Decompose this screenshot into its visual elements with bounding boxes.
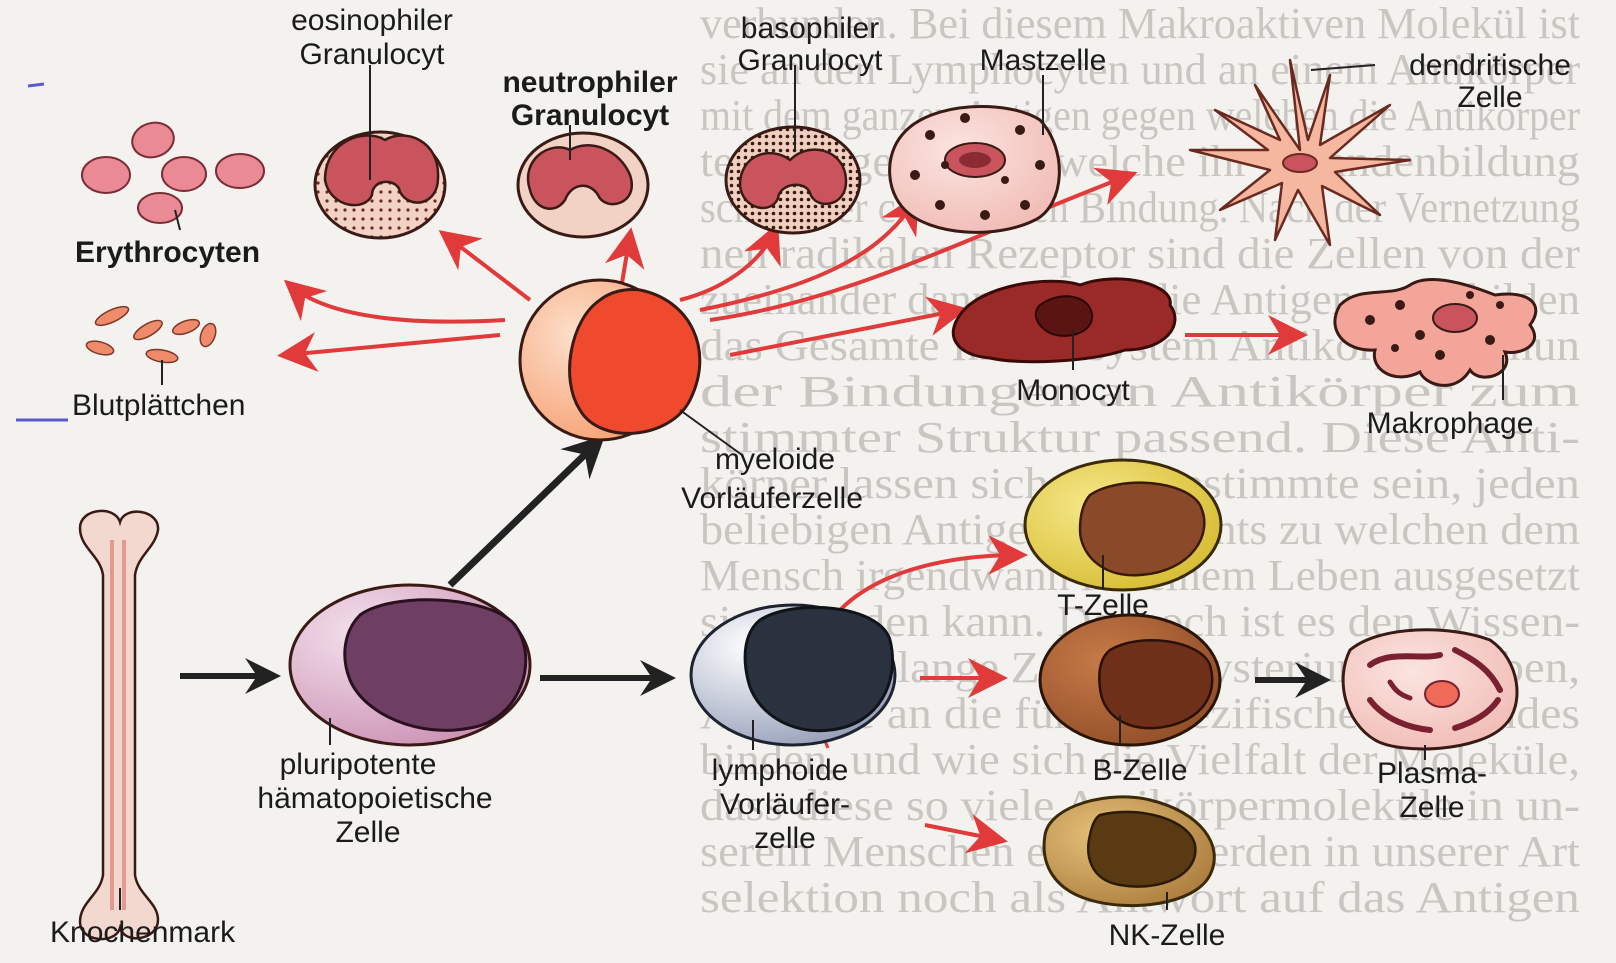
label-hsc-2: hämatopoietische — [257, 782, 492, 815]
t-cell — [1025, 460, 1221, 590]
label-mastcell: Mastzelle — [980, 44, 1107, 77]
label-myeloid-1: myeloide — [715, 443, 835, 476]
label-lymphoid-1: lymphoide — [712, 754, 849, 787]
erythrocyte — [128, 118, 177, 162]
platelet — [131, 317, 165, 343]
neutrophil-cell — [518, 133, 648, 237]
myeloid-progenitor-cell — [520, 280, 700, 440]
arrow-to-eosinophil — [445, 235, 530, 300]
plasma-cell — [1343, 630, 1517, 749]
platelet — [171, 317, 201, 338]
arrow-hsc-to-myeloid — [450, 440, 600, 585]
platelet — [85, 339, 115, 358]
label-bone-marrow: Knochenmark — [50, 916, 236, 949]
label-nkcell: NK-Zelle — [1109, 919, 1226, 952]
lymphoid-progenitor-cell — [691, 605, 895, 745]
label-myeloid-2: Vorläuferzelle — [681, 482, 863, 515]
hematopoietic-stem-cell — [290, 585, 530, 745]
arrow-to-erythrocytes — [290, 285, 505, 322]
label-eosinophil-1: eosinophiler — [291, 4, 453, 37]
b-cell — [1040, 615, 1220, 745]
label-plasma-1: Plasma- — [1377, 757, 1487, 790]
label-plasma-2: Zelle — [1399, 791, 1464, 824]
margin-mark — [28, 84, 44, 86]
label-lymphoid-2: Vorläufer- — [720, 788, 850, 821]
background-text-line: mit dem ganzen Antigen gegen welchen die… — [700, 91, 1580, 140]
label-platelets: Blutplättchen — [72, 389, 245, 422]
label-monocyte: Monocyt — [1016, 374, 1130, 407]
erythrocyte — [216, 154, 264, 188]
label-tcell: T-Zelle — [1057, 589, 1149, 622]
eosinophil-cell — [315, 132, 445, 238]
erythrocyte — [82, 157, 130, 193]
label-hsc-3: Zelle — [335, 816, 400, 849]
label-neutrophil-2: Granulocyt — [511, 99, 669, 132]
label-macrophage: Makrophage — [1367, 407, 1534, 440]
arrow-to-platelets — [285, 335, 500, 355]
label-dendritic-1: dendritische — [1409, 49, 1571, 82]
mast-cell — [890, 106, 1060, 232]
bone-marrow-illustration — [80, 511, 158, 939]
label-neutrophil-1: neutrophiler — [502, 66, 677, 99]
label-erythrocytes: Erythrocyten — [75, 236, 260, 269]
label-basophil-2: Granulocyt — [737, 44, 883, 77]
label-eosinophil-2: Granulocyt — [299, 38, 445, 71]
platelet — [197, 321, 218, 348]
label-dendritic-2: Zelle — [1457, 81, 1522, 114]
label-lymphoid-3: zelle — [754, 822, 816, 855]
basophil-cell — [726, 127, 860, 233]
label-bcell: B-Zelle — [1092, 754, 1187, 787]
label-hsc-1: pluripotente — [280, 748, 437, 781]
erythrocytes-group — [82, 118, 264, 223]
platelet — [93, 303, 131, 329]
erythrocyte — [162, 157, 206, 191]
platelets-group — [85, 303, 219, 365]
erythrocyte — [138, 193, 182, 223]
label-basophil-1: basophiler — [741, 12, 879, 45]
